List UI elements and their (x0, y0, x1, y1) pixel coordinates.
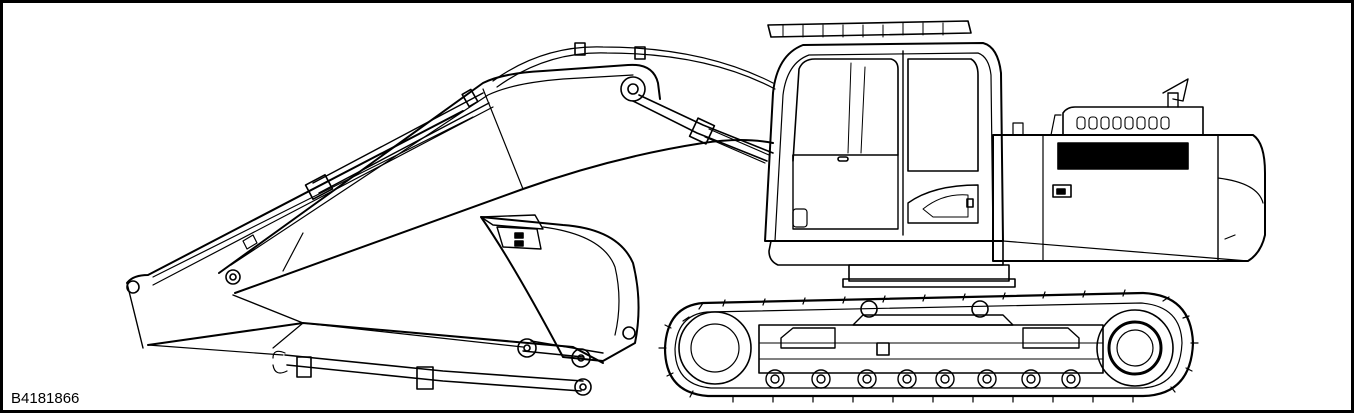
carrier-roller (860, 300, 878, 318)
figure-reference-code: B4181866 (11, 390, 80, 407)
boom (218, 42, 776, 294)
cab-side-window (907, 58, 979, 172)
exhaust-stack (1162, 78, 1189, 108)
track-assembly (658, 289, 1199, 403)
track-rollers (765, 369, 1081, 389)
arm-pin (126, 280, 140, 294)
arm-upper-edge (126, 110, 464, 284)
track-chain-outer (663, 291, 1195, 398)
swing-bearing (842, 264, 1016, 288)
upper-deck (768, 240, 1004, 266)
bucket-pin (517, 338, 537, 358)
bucket-pin (622, 326, 636, 340)
cab-roof-guard (767, 20, 972, 38)
bucket-cylinder (272, 350, 592, 396)
boom-cylinder (632, 94, 774, 164)
engine-vent-slots (1076, 116, 1170, 130)
boom-lower-edge (234, 139, 774, 294)
arm-lower-edge (147, 322, 604, 364)
track-chain-inner (674, 302, 1183, 389)
operator-cab (764, 20, 1004, 242)
carrier-roller (971, 300, 989, 318)
upper-structure (768, 78, 1266, 266)
arm-pin (225, 269, 241, 285)
track-cleats (658, 289, 1199, 403)
idler-wheel (678, 311, 752, 385)
track-frame (758, 324, 1104, 374)
boom-pivot (620, 76, 646, 102)
arm (126, 92, 604, 364)
cab-body (764, 42, 1004, 242)
excavator-line-drawing (126, 20, 1266, 403)
bucket (480, 214, 640, 368)
engine-grille (1057, 142, 1189, 170)
drive-sprocket (1096, 309, 1174, 387)
boom-upper-edge (218, 63, 661, 274)
engine-top-cover (1062, 106, 1204, 136)
engine-hood (992, 134, 1266, 262)
arm-lower-plates (147, 322, 524, 356)
bucket-teeth (480, 214, 544, 250)
cab-front-window (792, 58, 899, 162)
bucket-pin (571, 348, 591, 368)
bucket-shell (480, 216, 640, 362)
